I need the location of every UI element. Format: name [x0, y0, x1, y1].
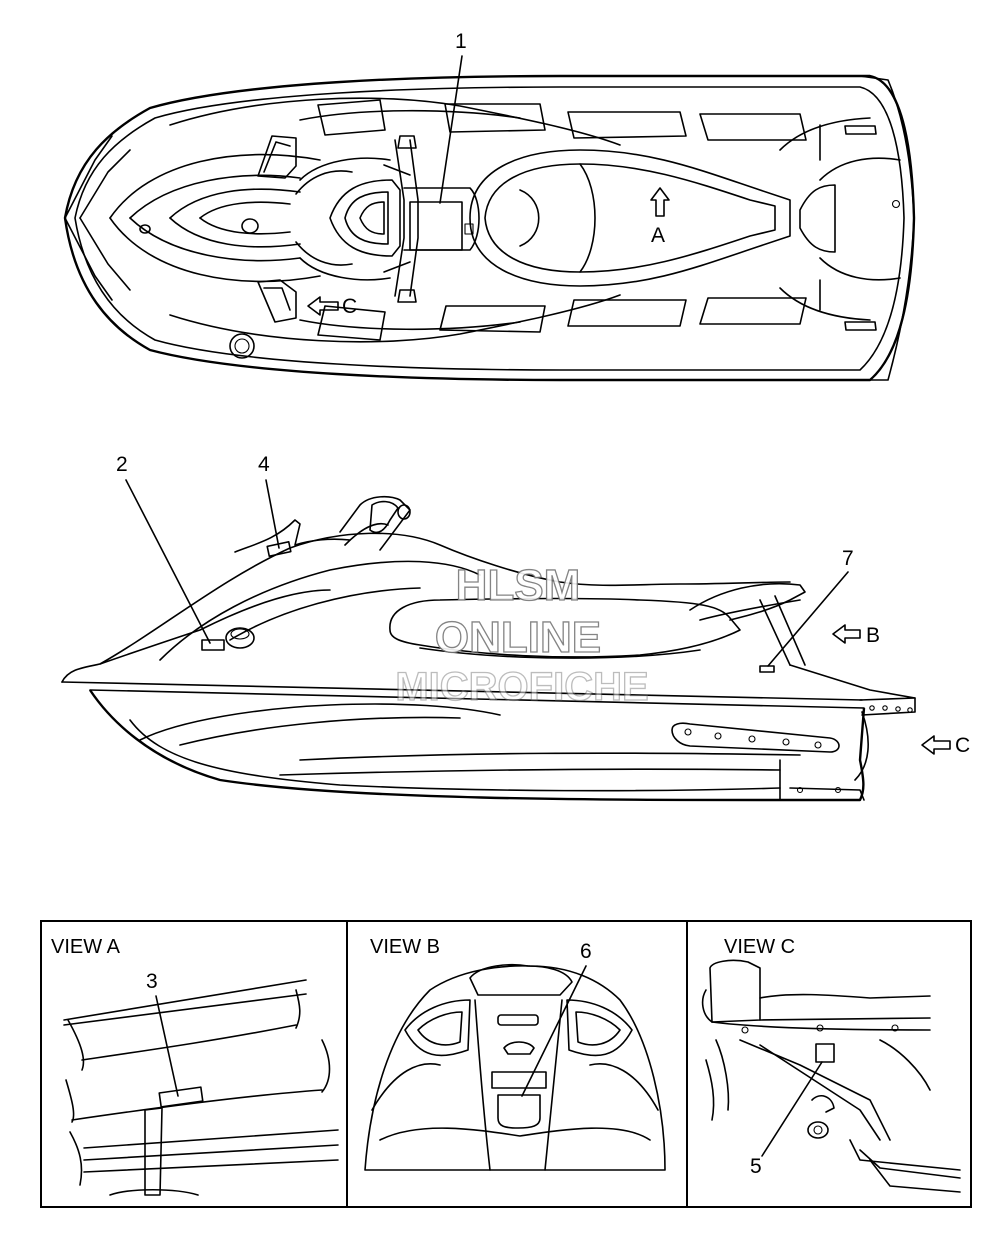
arrow-label-c-side: C [955, 734, 970, 757]
callout-1: 1 [439, 30, 467, 204]
view-arrow-a: A [650, 187, 670, 247]
callout-7: 7 [767, 547, 854, 667]
leader-line-5 [761, 1061, 823, 1157]
arrow-up-icon [650, 187, 670, 217]
watermark-line-3: MICROFICHE [395, 665, 648, 709]
leader-line-4 [265, 479, 280, 549]
view-arrow-c-side: C [921, 734, 970, 757]
arrow-label-b: B [866, 624, 880, 647]
leader-line-7 [767, 571, 849, 667]
view-a-panel: VIEW A [51, 936, 339, 1196]
leader-line-3 [155, 995, 179, 1097]
callout-number-1: 1 [455, 30, 467, 53]
leader-line-6 [521, 965, 587, 1097]
callout-number-5: 5 [750, 1155, 762, 1178]
callout-number-6: 6 [580, 940, 592, 963]
callout-number-7: 7 [842, 547, 854, 570]
callout-number-2: 2 [116, 453, 128, 476]
callout-6: 6 [521, 940, 592, 1097]
arrow-label-a: A [651, 224, 665, 247]
arrow-left-icon [307, 296, 339, 316]
arrow-left-icon [921, 735, 951, 755]
watermark-line-1: HLSM [456, 561, 581, 610]
side-view-watercraft [61, 495, 916, 802]
view-c-title: VIEW C [724, 936, 795, 958]
view-arrow-c-top: C [307, 295, 357, 318]
leader-line-1 [439, 55, 463, 204]
view-arrow-b: B [832, 624, 880, 647]
callout-2: 2 [116, 453, 211, 644]
view-b-panel: VIEW B [364, 936, 666, 1171]
arrow-label-c-top: C [342, 295, 357, 318]
view-b-title: VIEW B [370, 936, 440, 958]
leader-line-2 [125, 479, 211, 644]
callout-4: 4 [258, 453, 280, 549]
callout-number-4: 4 [258, 453, 270, 476]
watermark: HLSM ONLINE MICROFICHE [395, 560, 650, 709]
arrow-left-icon [832, 624, 861, 644]
callout-5: 5 [750, 1061, 823, 1178]
watermark-line-2: ONLINE [435, 613, 601, 662]
view-a-title: VIEW A [51, 936, 121, 958]
view-c-panel: VIEW C [701, 936, 961, 1193]
detail-views-panel [40, 920, 972, 1208]
callout-number-3: 3 [146, 970, 158, 993]
callout-3: 3 [146, 970, 179, 1097]
top-view-watercraft [63, 74, 916, 382]
